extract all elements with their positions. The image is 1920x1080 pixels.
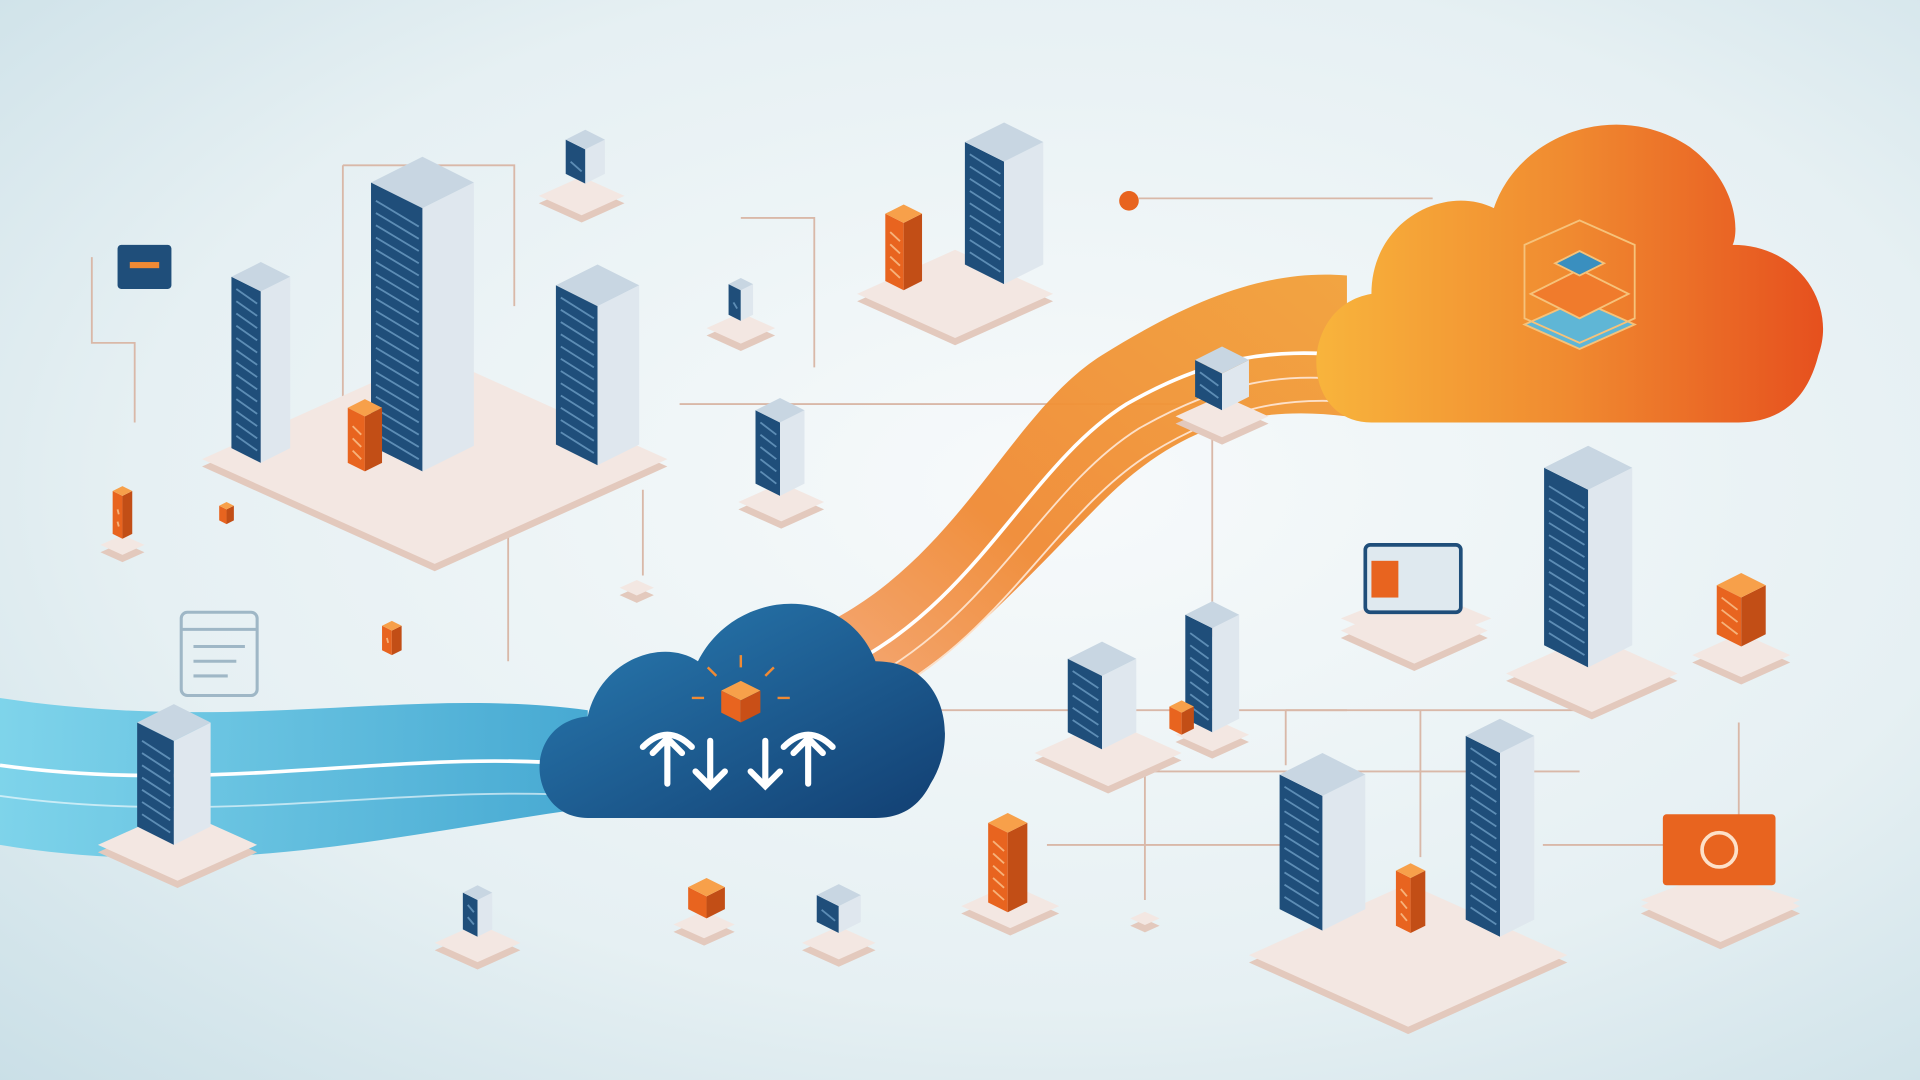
platform: [1506, 634, 1678, 720]
data-cube-icon: [1522, 219, 1637, 350]
server-tower-icon: [885, 204, 923, 291]
server-tower-icon: [112, 486, 133, 539]
platform: [1692, 633, 1791, 685]
office-building-icon: [371, 156, 474, 472]
office-building-icon: [1067, 641, 1137, 750]
office-building-icon: [728, 277, 754, 321]
server-tower-icon: [219, 502, 234, 525]
office-building-icon: [1279, 753, 1366, 931]
node-dot: [1119, 191, 1139, 211]
server-tower-icon: [382, 620, 402, 656]
server-tower-icon: [347, 399, 383, 472]
server-tower-icon: [988, 813, 1028, 913]
platform: [619, 580, 654, 603]
blue-cloud: [539, 603, 945, 818]
office-building-icon: [755, 397, 805, 496]
office-building-icon: [1465, 718, 1535, 937]
platform: [434, 923, 521, 970]
office-building-icon: [231, 262, 291, 463]
platform: [1130, 911, 1160, 933]
platform: [1175, 395, 1269, 445]
upload-download-arrows-icon: [639, 731, 836, 791]
laptop-icon: [1640, 814, 1800, 931]
office-building-icon: [1195, 346, 1249, 411]
office-building-icon: [1185, 601, 1240, 733]
platform: [673, 910, 735, 946]
connector-lines: [90, 164, 1740, 900]
office-building-icon: [565, 129, 605, 184]
office-building-icon: [137, 704, 211, 845]
office-building-icon: [964, 122, 1044, 285]
platform: [100, 534, 145, 563]
document-icon: [179, 610, 259, 698]
office-building-icon: [1544, 445, 1633, 668]
server-tower-icon: [688, 877, 725, 919]
orange-cloud: [1119, 124, 1824, 423]
office-building-icon: [555, 264, 640, 466]
platform: [1034, 720, 1182, 794]
monitor-icon: [1340, 543, 1492, 649]
platform: [802, 926, 876, 967]
server-tower-icon: [1395, 863, 1426, 934]
monitor-icon: [117, 244, 172, 289]
platform: [706, 312, 776, 351]
office-building-icon: [462, 885, 493, 937]
platform: [538, 176, 625, 223]
server-tower-icon: [1716, 573, 1766, 647]
server-tower-icon: [1169, 700, 1194, 735]
data-cube-icon: [721, 680, 761, 723]
